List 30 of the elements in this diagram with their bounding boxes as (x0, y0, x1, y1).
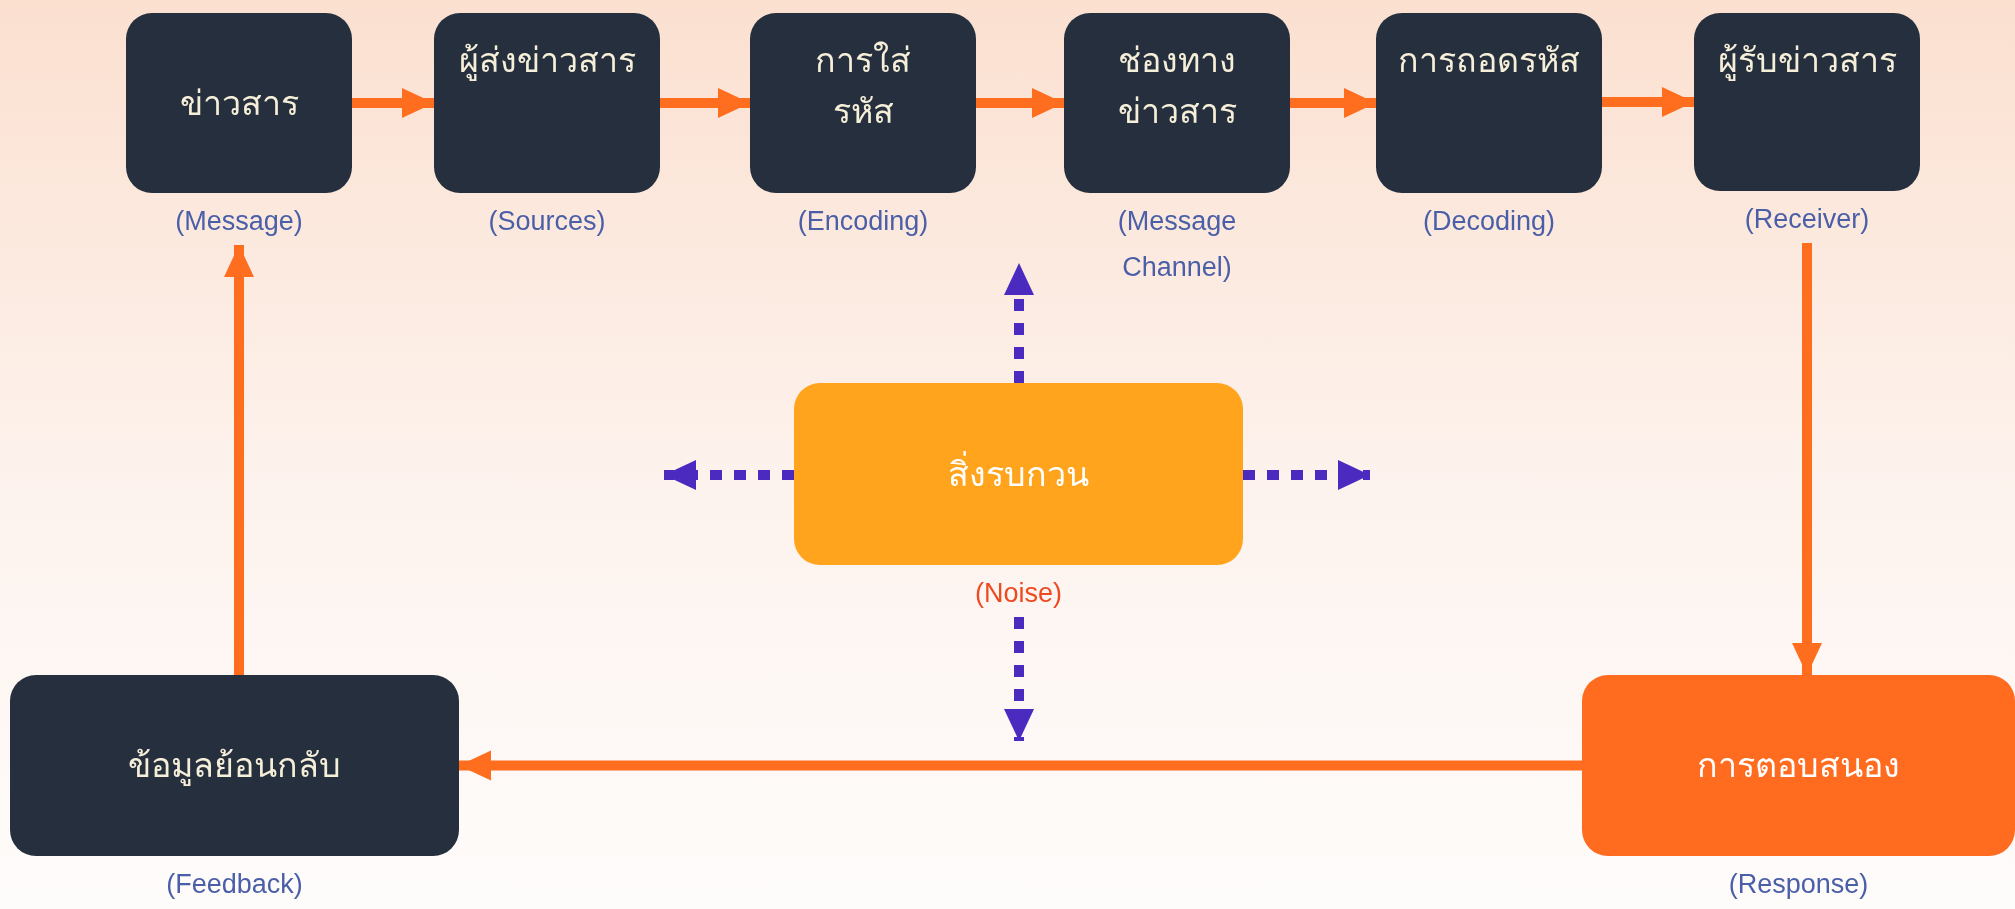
process-box: ช่องทางข่าวสาร (1064, 13, 1290, 193)
arrow (1004, 263, 1034, 383)
arrow (660, 88, 750, 118)
process-box: ผู้รับข่าวสาร (1694, 13, 1920, 191)
caption-text: (Message Channel) (1116, 205, 1238, 284)
caption-text: (Feedback) (165, 868, 304, 901)
arrow (1243, 460, 1370, 490)
arrow (224, 244, 254, 675)
arrow (1290, 88, 1376, 118)
caption-text: (Encoding) (796, 205, 930, 238)
caption-text: (Decoding) (1421, 205, 1557, 238)
feedback-box: ข้อมูลย้อนกลับ (10, 675, 459, 856)
noise-box: สิ่งรบกวน (794, 383, 1243, 565)
arrow (1792, 242, 1822, 675)
arrow (1004, 616, 1034, 741)
arrow (459, 750, 1582, 781)
process-box: การใส่รหัส (750, 13, 976, 193)
arrow (352, 88, 434, 118)
process-box: ผู้ส่งข่าวสาร (434, 13, 660, 193)
response-box: การตอบสนอง (1582, 675, 2015, 856)
caption-text: (Receiver) (1743, 203, 1871, 236)
arrow (976, 88, 1064, 118)
arrow (1602, 87, 1694, 117)
caption-text: (Sources) (487, 205, 607, 238)
process-box: การถอดรหัส (1376, 13, 1602, 193)
caption-text: (Message) (174, 205, 304, 238)
arrow (664, 460, 794, 490)
process-box: ข่าวสาร (126, 13, 352, 193)
caption-text: (Noise) (974, 577, 1063, 610)
caption-text: (Response) (1727, 868, 1870, 901)
